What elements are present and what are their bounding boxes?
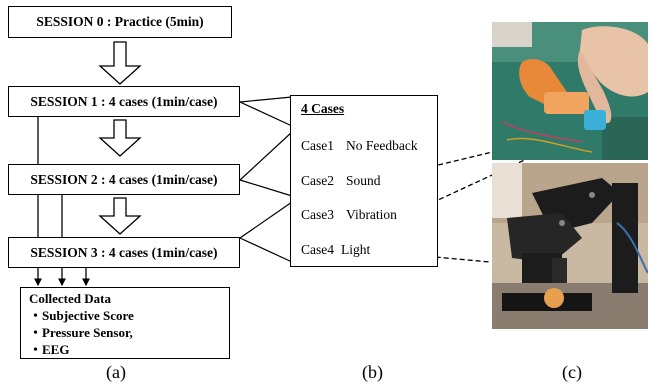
callout-s2-top (239, 131, 293, 181)
session-2-label: SESSION 2 : 4 cases (1min/case) (30, 171, 218, 187)
case-id: Case2 (301, 173, 334, 188)
callout-s1-bottom (239, 101, 293, 127)
session-1-label: SESSION 1 : 4 cases (1min/case) (30, 93, 218, 109)
case-id: Case4 (301, 242, 334, 257)
down-arrow-1 (98, 119, 142, 157)
photo-hand-controller (492, 22, 648, 160)
session-0-label: SESSION 0 : Practice (5min) (36, 14, 204, 29)
hand-controller-image (492, 22, 648, 160)
case-row-3: Case3 Vibration (301, 207, 397, 223)
session-3-label: SESSION 3 : 4 cases (1min/case) (30, 244, 218, 260)
collected-data-title: Collected Data (29, 291, 111, 306)
callout-s2-bottom (239, 179, 293, 197)
down-arrow-0 (98, 41, 142, 85)
session-3-box: SESSION 3 : 4 cases (1min/case) (8, 237, 240, 268)
case-name: Sound (346, 173, 381, 188)
case-row-1: Case1 No Feedback (301, 138, 418, 154)
caption-c: (c) (562, 362, 582, 382)
collected-data-box: Collected Data ・Subjective Score ・Pressu… (20, 287, 230, 359)
callout-s1-top (239, 96, 293, 103)
down-arrow-2 (98, 197, 142, 235)
cases-box: 4 Cases Case1 No Feedback Case2 Sound Case… (290, 95, 438, 267)
collected-item-eeg: ・EEG (29, 342, 70, 357)
callout-s3-bottom (239, 237, 293, 263)
session-2-box: SESSION 2 : 4 cases (1min/case) (8, 164, 240, 195)
robot-arm-image (492, 163, 648, 329)
cases-title: 4 Cases (301, 101, 345, 116)
case-name: Light (341, 242, 371, 257)
photo-robot-arm (492, 163, 648, 329)
case-name: Vibration (346, 207, 397, 222)
session-1-box: SESSION 1 : 4 cases (1min/case) (8, 86, 240, 117)
collected-item-pressure-sensor: ・Pressure Sensor, (29, 325, 133, 340)
caption-a: (a) (106, 362, 126, 382)
case-id: Case1 (301, 138, 334, 153)
callout-s3-top (239, 201, 293, 239)
collected-item-subjective-score: ・Subjective Score (29, 308, 134, 323)
session-0-box: SESSION 0 : Practice (5min) (8, 6, 232, 38)
case-row-4: Case4 Light (301, 242, 370, 258)
case-id: Case3 (301, 207, 334, 222)
caption-b: (b) (362, 362, 383, 382)
case-row-2: Case2 Sound (301, 173, 381, 189)
case-name: No Feedback (346, 138, 418, 153)
